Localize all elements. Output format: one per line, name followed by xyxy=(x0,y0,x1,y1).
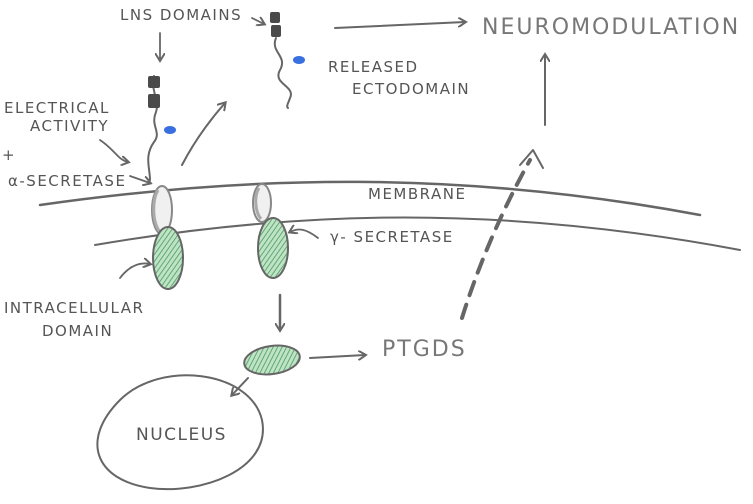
label-nucleus: NUCLEUS xyxy=(136,425,227,445)
receptor-left xyxy=(151,185,184,290)
label-released-1: RELEASED xyxy=(328,58,419,76)
lns-block xyxy=(271,25,281,37)
label-electrical-1: ELECTRICAL xyxy=(4,99,110,117)
dashed-path xyxy=(460,158,532,320)
label-ptgds: PTGDS xyxy=(382,337,467,362)
label-membrane: MEMBRANE xyxy=(368,185,466,203)
label-intracellular-2: DOMAIN xyxy=(42,322,113,340)
receptor-right xyxy=(252,183,289,279)
label-plus: + xyxy=(2,146,16,164)
label-intracellular-1: INTRACELLULAR xyxy=(4,299,144,317)
lns-block xyxy=(148,76,160,88)
lns-block xyxy=(270,12,280,23)
label-neuromodulation: NEUROMODULATION xyxy=(482,15,740,40)
membrane xyxy=(38,180,741,251)
arrow-gamma-secretase xyxy=(290,230,319,239)
arrow-lns-pointer-right xyxy=(251,18,264,24)
label-lns-domains: LNS DOMAINS xyxy=(120,6,242,24)
lns-block xyxy=(148,94,160,108)
nucleus xyxy=(96,374,264,491)
dashed-arrowhead xyxy=(519,149,544,169)
blue-site xyxy=(293,56,305,64)
free-intracellular-domain xyxy=(243,344,301,376)
arrow-to-nucleus xyxy=(232,377,249,395)
arrow-release xyxy=(181,103,225,166)
label-gamma-secretase: γ- SECRETASE xyxy=(330,228,454,246)
lns-stalk-left xyxy=(147,75,176,181)
label-released-2: ECTODOMAIN xyxy=(352,80,470,98)
arrow-to-neuromodulation xyxy=(334,22,465,29)
arrow-alpha-secretase xyxy=(129,175,150,183)
arrows xyxy=(99,18,545,395)
label-alpha-secretase: α-SECRETASE xyxy=(8,172,126,190)
arrow-electrical xyxy=(99,139,128,162)
blue-site xyxy=(164,126,176,134)
arrow-to-ptgds xyxy=(309,355,365,358)
released-ectodomain xyxy=(270,12,305,109)
label-electrical-2: ACTIVITY xyxy=(30,117,109,135)
arrow-intracellular xyxy=(119,263,150,279)
labels: LNS DOMAINS NEUROMODULATION RELEASED ECT… xyxy=(2,6,740,445)
